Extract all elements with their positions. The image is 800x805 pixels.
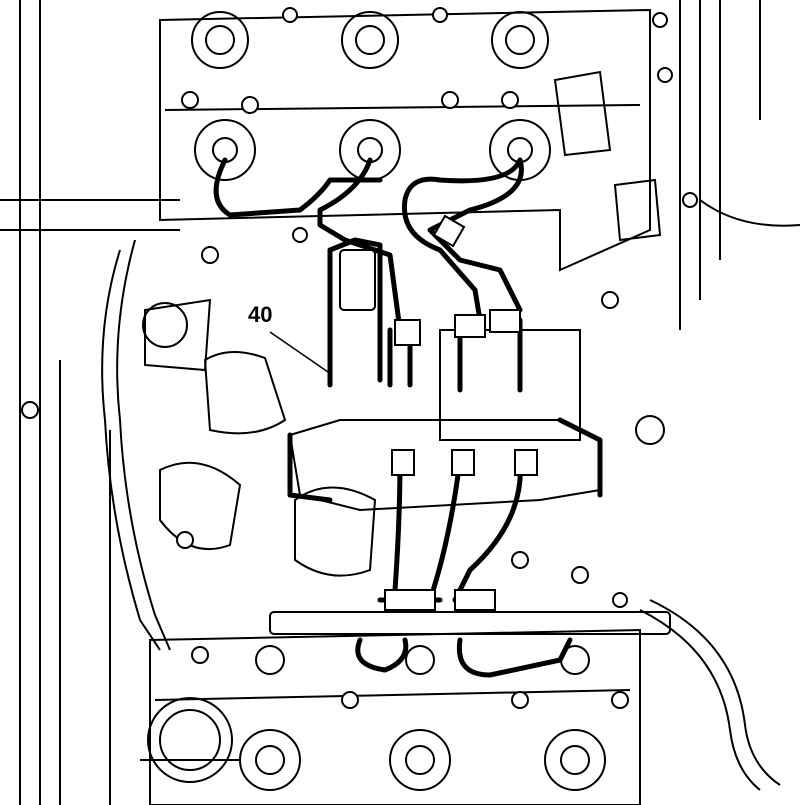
callout-40-leader: [269, 331, 329, 373]
callout-40: 40: [248, 302, 329, 373]
callout-40-label: 40: [248, 302, 272, 327]
bolt-heads: [21, 7, 698, 709]
injector-row-top: [191, 11, 551, 181]
injector-row-bottom: [239, 645, 606, 791]
pipe-union-nuts: [339, 214, 538, 611]
fuel-pipe-assembly: [213, 157, 603, 678]
